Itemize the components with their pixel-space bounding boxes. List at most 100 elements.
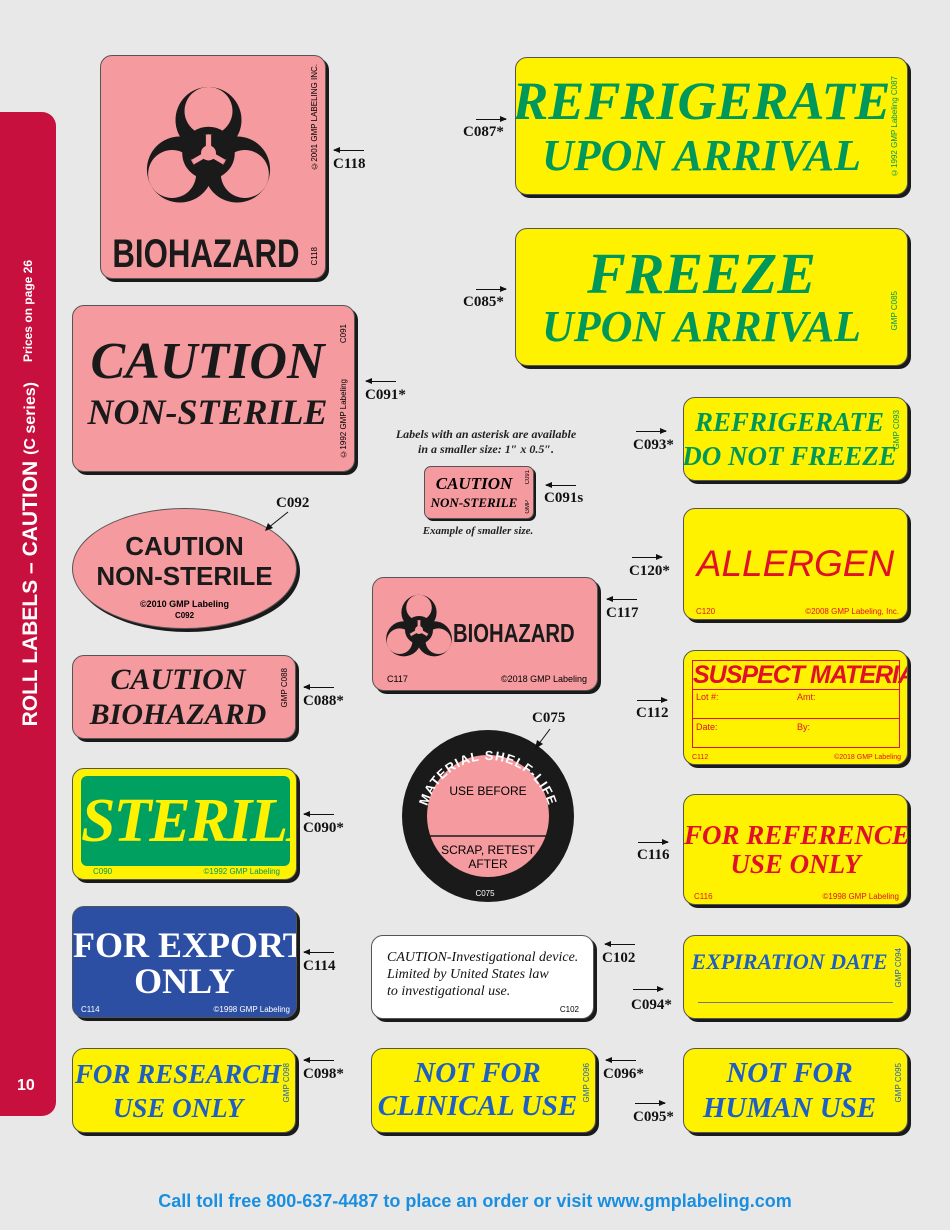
callout-c095: C095* (633, 1109, 674, 1125)
field-lot: Lot #: (696, 692, 719, 702)
arrow-left-icon (303, 1057, 334, 1063)
label-line1: CAUTION (125, 531, 244, 561)
biohazard-icon (131, 78, 286, 228)
label-text: ALLERGEN (696, 543, 895, 584)
label-line2: ONLY (134, 961, 235, 1001)
arrow-left-icon (605, 1057, 636, 1063)
label-c093: REFRIGERATE DO NOT FREEZE GMP C093 (683, 397, 908, 481)
label-copyright: ©2001 GMP LABELING INC. (310, 64, 319, 171)
label-c087: REFRIGERATE UPON ARRIVAL ©1992 GMP Label… (515, 57, 908, 195)
label-line1: CAUTION-Investigational device. (387, 950, 579, 965)
label-copyright: ©2010 GMP Labeling (140, 599, 229, 609)
label-line3: to investigational use. (387, 984, 511, 999)
label-code: C116 (694, 892, 713, 901)
label-side-text: GMP C098 (282, 1063, 291, 1103)
label-line1: NOT FOR (414, 1057, 541, 1089)
callout-c102: C102 (602, 950, 636, 966)
callout-c088: C088* (303, 693, 344, 709)
label-copyright: ©1992 GMP Labeling (339, 379, 348, 459)
label-c117: BIOHAZARD C117 ©2018 GMP Labeling (372, 577, 598, 691)
label-c092: CAUTION NON-STERILE ©2010 GMP Labeling C… (72, 508, 297, 629)
callout-c091s: C091s (544, 490, 584, 506)
label-line1: NOT FOR (726, 1057, 853, 1089)
callout-c093: C093* (633, 437, 674, 453)
page-number: 10 (17, 1077, 35, 1094)
label-side-text: GMP C096 (582, 1063, 591, 1103)
arrow-left-icon (365, 378, 396, 384)
form-frame: SUSPECT MATERIAL Lot #: Amt: Date: By: (692, 660, 907, 748)
label-c098: FOR RESEARCH USE ONLY GMP C098 (72, 1048, 296, 1133)
label-line2: BIOHAZARD (89, 698, 267, 731)
field-by: By: (797, 722, 811, 732)
asterisk-note: Labels with an asterisk are available in… (378, 427, 594, 457)
arrow-right-icon (635, 1100, 666, 1106)
section-title-text: ROLL LABELS – CAUTION (19, 460, 42, 727)
green-panel: STERILE (81, 776, 296, 866)
label-copyright: ©2018 GMP Labeling (500, 674, 587, 684)
label-code: C075 (475, 889, 495, 898)
label-code: C112 (692, 754, 709, 761)
section-subtitle: (C series) (22, 382, 39, 455)
label-code: C120 (696, 607, 716, 616)
label-line2: CLINICAL USE (377, 1090, 578, 1122)
callout-c116: C116 (637, 847, 670, 863)
callout-c075: C075 (532, 710, 566, 726)
label-line2: NON-STERILE (430, 495, 518, 510)
label-copyright: ©1998 GMP Labeling (213, 1005, 290, 1014)
section-title: ROLL LABELS – CAUTION (C series) (19, 382, 43, 726)
callout-c092: C092 (276, 495, 310, 511)
callout-c094: C094* (631, 997, 672, 1013)
label-line1: FOR EXPORT (73, 925, 297, 965)
arrow-left-icon (606, 596, 637, 602)
label-c091: CAUTION NON-STERILE C091 ©1992 GMP Label… (72, 305, 355, 472)
arrow-right-icon (636, 428, 667, 434)
label-copyright: ©2008 GMP Labeling, Inc. (805, 607, 899, 616)
label-c085: FREEZE UPON ARRIVAL GMP C085 (515, 228, 908, 366)
label-line1: FOR RESEARCH (74, 1059, 282, 1089)
label-line2: Limited by United States law (387, 967, 549, 982)
label-face (427, 755, 549, 877)
arrow-left-icon (303, 949, 334, 955)
label-code: C092 (174, 611, 195, 620)
arrow-right-icon (476, 116, 507, 122)
label-line2: NON-STERILE (96, 561, 273, 591)
label-text: STERILE (81, 787, 296, 855)
write-line (698, 1002, 893, 1003)
arrow-right-icon (637, 697, 668, 703)
label-line2: USE ONLY (112, 1093, 244, 1123)
label-line1: FREEZE (587, 241, 816, 306)
prices-note: Prices on page 26 (21, 260, 35, 363)
label-c116: FOR REFERENCE USE ONLY C116 ©1998 GMP La… (683, 794, 908, 905)
label-line1: REFRIGERATE (694, 407, 885, 437)
label-text: EXPIRATION DATE (691, 949, 888, 974)
label-c094: EXPIRATION DATE GMP C094 (683, 935, 908, 1019)
callout-c085: C085* (463, 294, 504, 310)
label-line1: CAUTION (90, 333, 325, 390)
bottom-text-1: SCRAP, RETEST (441, 843, 535, 857)
label-side-text: GMP C088 (280, 668, 289, 708)
divider (693, 718, 899, 719)
label-code: C090 (93, 867, 113, 876)
callout-c096: C096* (603, 1066, 644, 1082)
label-side-text: GMP C093 (892, 410, 901, 450)
label-c112: SUSPECT MATERIAL Lot #: Amt: Date: By: C… (683, 650, 908, 765)
label-side-text: GMP C085 (890, 291, 899, 331)
label-body: CAUTION-Investigational device. Limited … (387, 949, 578, 1000)
bottom-text-2: AFTER (468, 857, 508, 871)
label-code: C102 (559, 1005, 579, 1014)
note-line1: Labels with an asterisk are available (395, 427, 577, 441)
label-gmp: GMP (525, 500, 531, 514)
callout-c098: C098* (303, 1066, 344, 1082)
arrow-right-icon (632, 554, 663, 560)
label-side-text: GMP C094 (894, 948, 903, 988)
arrow-left-icon (545, 482, 576, 488)
label-c090: STERILE C090 ©1992 GMP Labeling (72, 768, 297, 880)
field-date: Date: (696, 722, 718, 732)
arrow-diagonal-icon (535, 728, 551, 749)
label-side-text: ©1992 GMP Labeling C087 (890, 76, 899, 177)
label-c088: CAUTION BIOHAZARD GMP C088 (72, 655, 296, 739)
callout-c087: C087* (463, 124, 504, 140)
arrow-right-icon (638, 839, 669, 845)
label-copyright: ©2018 GMP Labeling (834, 754, 901, 761)
callout-c120: C120* (629, 563, 670, 579)
